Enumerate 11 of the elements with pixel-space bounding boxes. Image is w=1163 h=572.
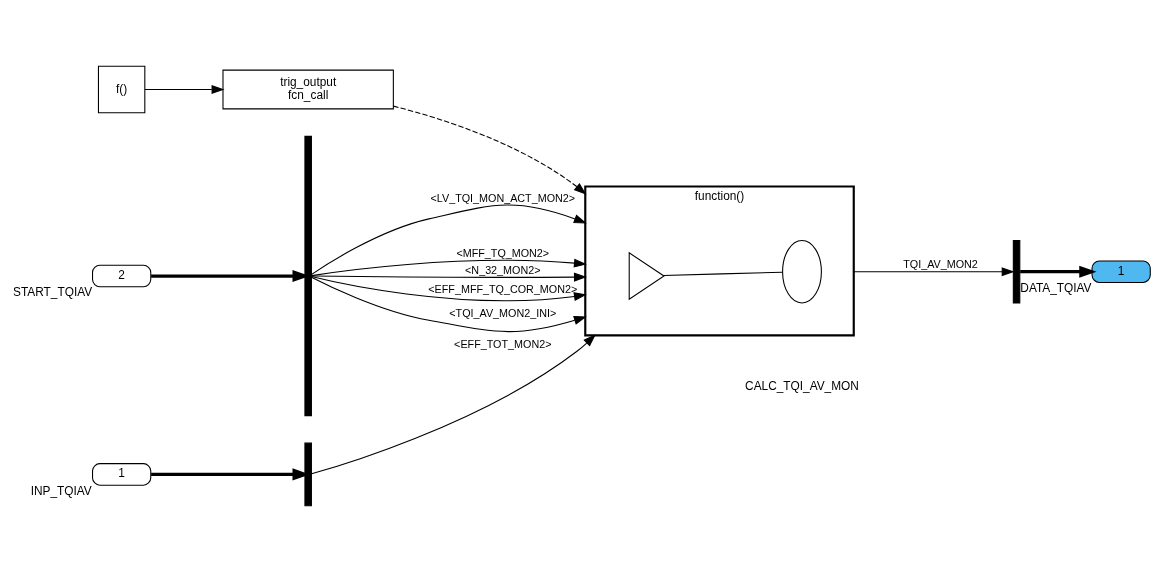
edge-label: <LV_TQI_MON_ACT_MON2>: [430, 191, 576, 204]
edge-label: <EFF_TOT_MON2>: [454, 338, 552, 351]
edge-label: <N_32_MON2>: [465, 263, 541, 276]
node-label: CALC_TQI_AV_MON: [745, 379, 859, 394]
node-label: INP_TQIAV: [30, 483, 92, 498]
edge-label: <MFF_TQ_MON2>: [456, 246, 550, 259]
edge-label: TQI_AV_MON2: [903, 258, 978, 271]
node-label: DATA_TQIAV: [1020, 280, 1092, 295]
node-label: START_TQIAV: [13, 285, 93, 300]
edge-label: <EFF_MFF_TQ_COR_MON2>: [428, 283, 578, 296]
edge-label: <TQI_AV_MON2_INI>: [449, 307, 557, 319]
